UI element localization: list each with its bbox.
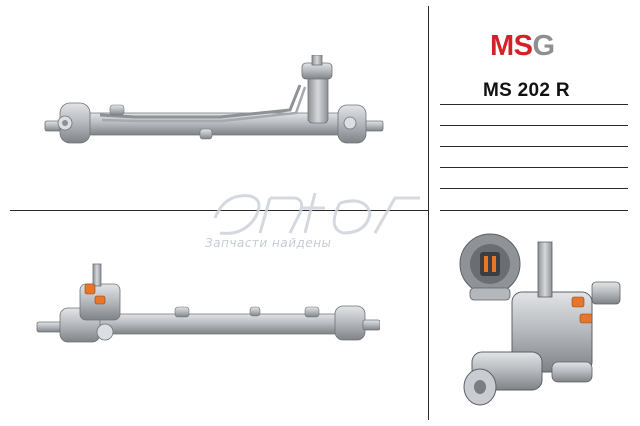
spec-line [440, 125, 628, 126]
spec-line [440, 104, 628, 105]
watermark-tagline: Запчасти найдены [205, 236, 332, 250]
steering-rack-top-view [44, 55, 384, 144]
spec-line [440, 188, 628, 189]
spec-line [440, 167, 628, 168]
spec-line [440, 146, 628, 147]
brand-logo: MSG [490, 30, 555, 62]
part-number: MS 202 R [483, 80, 570, 101]
divider-horizontal [10, 210, 428, 211]
divider-vertical [428, 6, 429, 420]
valve-closeup-view [459, 233, 621, 406]
steering-rack-bottom-view [36, 263, 380, 343]
spec-line [440, 210, 628, 211]
